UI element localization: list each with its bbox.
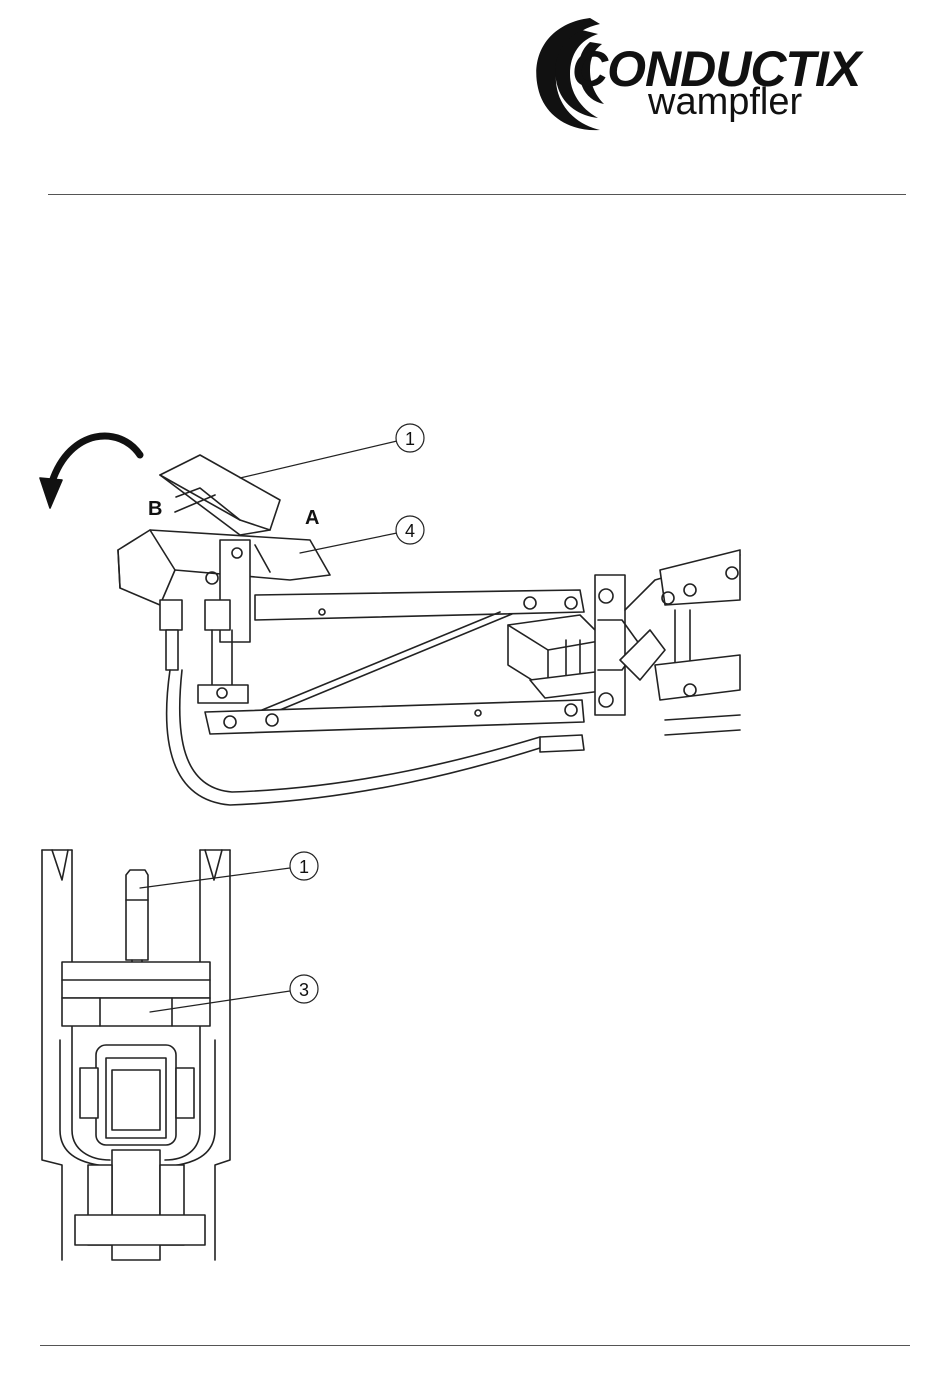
lower-arm <box>205 700 584 734</box>
brush-holder-front-view: 1 3 <box>42 850 318 1260</box>
logo-brand-line2: wampfler <box>647 81 802 123</box>
header-divider <box>48 194 906 195</box>
technical-drawing: B A <box>0 400 950 1320</box>
callout-3-label: 3 <box>299 980 309 1000</box>
rotate-counterclockwise-arrow-icon <box>40 436 140 508</box>
upper-arm <box>255 590 584 620</box>
footer-divider <box>40 1345 910 1346</box>
adjacent-collector-assembly <box>620 550 740 735</box>
label-b: B <box>148 498 162 520</box>
collector-arm-drawing: B A <box>40 424 740 805</box>
callout-1-bottom-label: 1 <box>299 857 309 877</box>
carbon-brush <box>160 455 280 535</box>
label-a: A <box>305 507 319 529</box>
conductix-wampfler-logo: CONDUCTIX wampfler <box>520 8 920 143</box>
callout-4-label: 4 <box>405 521 415 541</box>
callout-1-top-label: 1 <box>405 429 415 449</box>
